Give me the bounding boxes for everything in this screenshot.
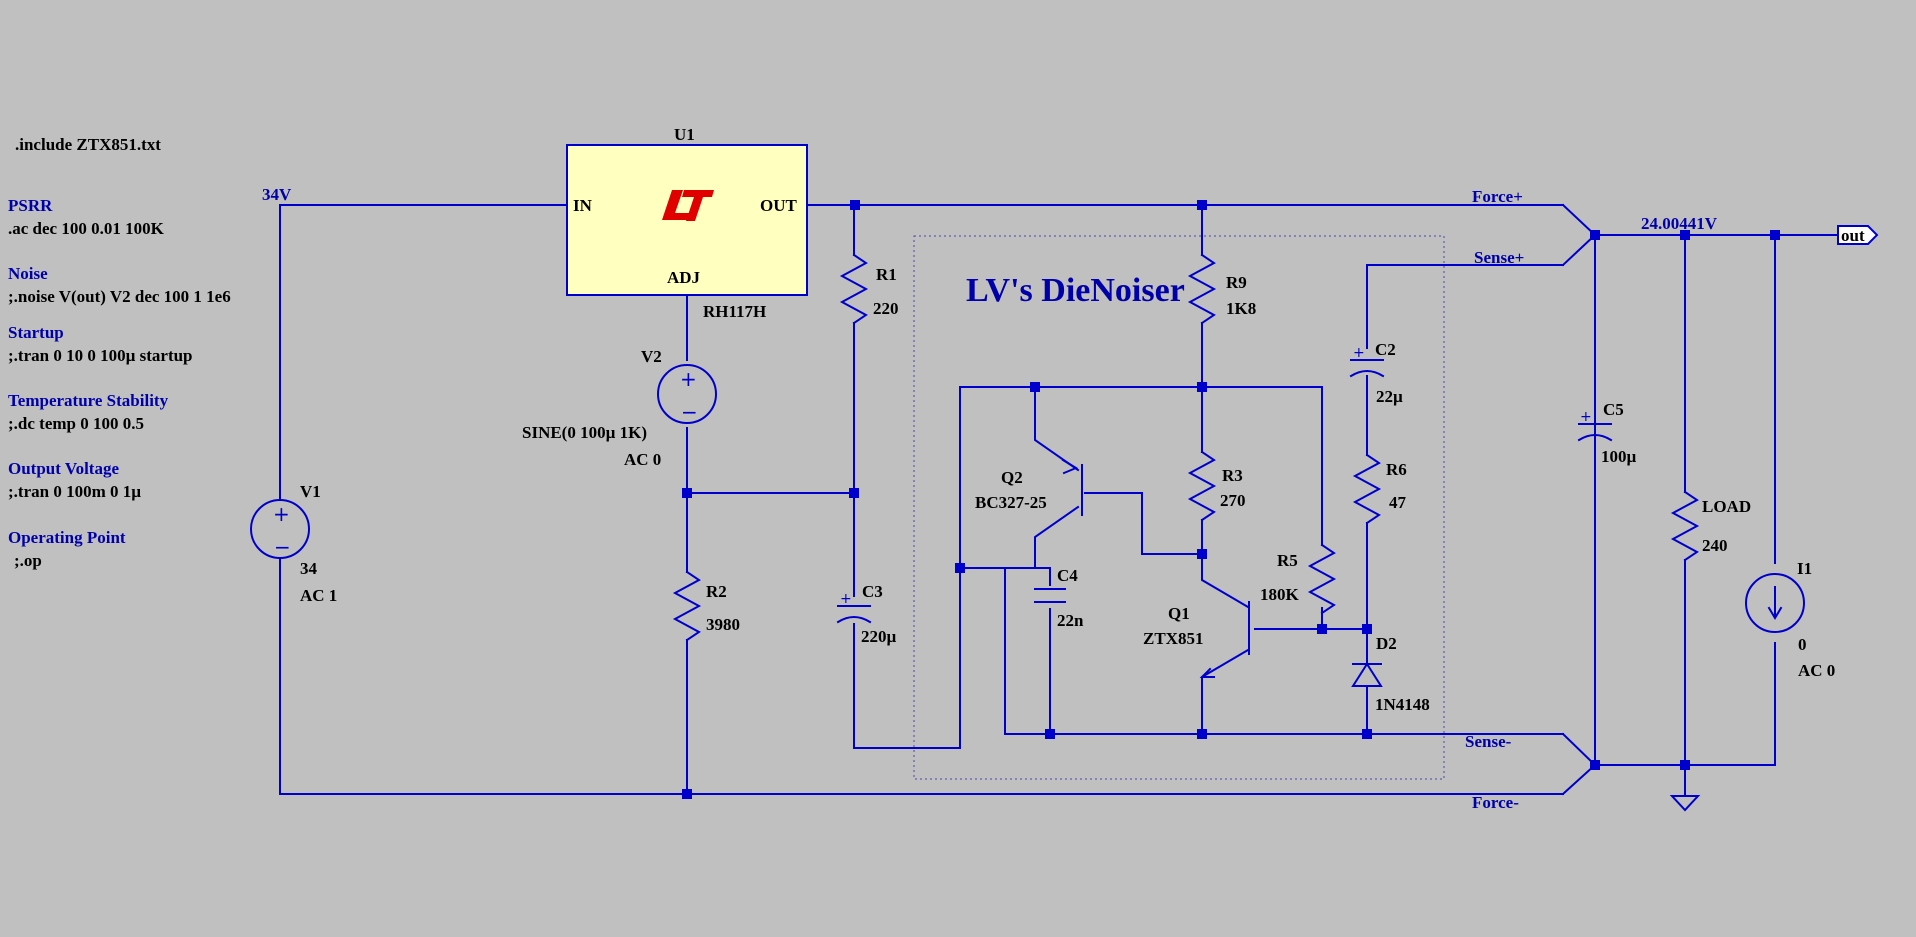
transistor-q1[interactable]: Q1 ZTX851 — [1143, 601, 1250, 678]
regulator-name: U1 — [674, 125, 695, 144]
voltage-source-v2[interactable]: + − V2 SINE(0 100µ 1K) AC 0 — [522, 347, 717, 469]
r1-value: 220 — [873, 299, 899, 318]
r2-value: 3980 — [706, 615, 740, 634]
output-voltage-label: 24.00441V — [1641, 214, 1718, 233]
temperature-title: Temperature Stability — [8, 391, 169, 410]
out-port[interactable]: out — [1837, 225, 1879, 245]
v2-name: V2 — [641, 347, 662, 366]
c2-name: C2 — [1375, 340, 1396, 359]
r5-name: R5 — [1277, 551, 1298, 570]
q2-value: BC327-25 — [975, 493, 1047, 512]
plus-icon: + — [840, 591, 852, 607]
lt-logo-icon — [662, 190, 714, 221]
load-value: 240 — [1702, 536, 1728, 555]
input-net-label[interactable]: 34V — [262, 185, 292, 204]
resistor-r9[interactable]: R9 1K8 — [1187, 253, 1256, 325]
sense-minus-label[interactable]: Sense- — [1465, 732, 1512, 751]
plus-icon: + — [1580, 409, 1592, 425]
current-source-i1[interactable]: I1 0 AC 0 — [1745, 559, 1835, 680]
r5-value: 180K — [1260, 585, 1300, 604]
v1-ac: AC 1 — [300, 586, 337, 605]
dienoiser-title: LV's DieNoiser — [966, 272, 1185, 309]
r3-value: 270 — [1220, 491, 1246, 510]
psrr-command[interactable]: .ac dec 100 0.01 100K — [8, 219, 165, 238]
v2-value: SINE(0 100µ 1K) — [522, 423, 647, 442]
c4-value: 22n — [1057, 611, 1084, 630]
i1-value: 0 — [1798, 635, 1807, 654]
r6-name: R6 — [1386, 460, 1407, 479]
regulator-pin-adj: ADJ — [667, 268, 701, 287]
r9-value: 1K8 — [1226, 299, 1256, 318]
out-port-label: out — [1841, 226, 1865, 245]
sense-plus-label[interactable]: Sense+ — [1474, 248, 1524, 267]
junction-dots — [682, 200, 1780, 799]
regulator-u1[interactable]: U1 IN OUT ADJ RH117H — [566, 125, 808, 321]
force-minus-label[interactable]: Force- — [1472, 793, 1519, 812]
r3-name: R3 — [1222, 466, 1243, 485]
resistor-r5[interactable]: R5 180K — [1260, 543, 1337, 615]
output-voltage-command[interactable]: ;.tran 0 100m 0 1µ — [8, 482, 141, 501]
r6-value: 47 — [1389, 493, 1407, 512]
q1-value: ZTX851 — [1143, 629, 1203, 648]
v2-ac: AC 0 — [624, 450, 661, 469]
startup-title: Startup — [8, 323, 64, 342]
diode-d2[interactable]: D2 1N4148 — [1351, 634, 1430, 714]
minus-icon: − — [274, 535, 291, 559]
startup-command[interactable]: ;.tran 0 10 0 100µ startup — [8, 346, 193, 365]
operating-point-title: Operating Point — [8, 528, 126, 547]
regulator-model: RH117H — [703, 302, 766, 321]
q1-name: Q1 — [1168, 604, 1190, 623]
force-plus-label[interactable]: Force+ — [1472, 187, 1523, 206]
noise-command[interactable]: ;.noise V(out) V2 dec 100 1 1e6 — [8, 287, 231, 306]
q2-name: Q2 — [1001, 468, 1023, 487]
resistor-r3[interactable]: R3 270 — [1187, 450, 1246, 522]
capacitor-c5[interactable]: + C5 100µ — [1577, 400, 1637, 766]
plus-icon: + — [273, 502, 290, 526]
noise-title: Noise — [8, 264, 48, 283]
capacitor-c2[interactable]: + C2 22µ — [1349, 340, 1403, 406]
load-name: LOAD — [1702, 497, 1751, 516]
dienoiser-boundary — [913, 235, 1445, 780]
capacitor-c4[interactable]: C4 22n — [1034, 566, 1084, 630]
operating-point-command[interactable]: ;.op — [14, 551, 42, 570]
resistor-r1[interactable]: R1 220 — [839, 253, 899, 325]
minus-icon: − — [681, 400, 698, 424]
psrr-title: PSRR — [8, 196, 53, 215]
capacitor-c3[interactable]: + C3 220µ — [836, 582, 897, 646]
r1-name: R1 — [876, 265, 897, 284]
c5-value: 100µ — [1601, 447, 1637, 466]
c3-value: 220µ — [861, 627, 897, 646]
d2-value: 1N4148 — [1375, 695, 1430, 714]
v1-value: 34 — [300, 559, 318, 578]
regulator-pin-out: OUT — [760, 196, 798, 215]
include-directive[interactable]: .include ZTX851.txt — [15, 135, 161, 154]
plus-icon: + — [680, 367, 697, 391]
resistor-load[interactable]: LOAD 240 — [1670, 490, 1751, 562]
r2-name: R2 — [706, 582, 727, 601]
temperature-command[interactable]: ;.dc temp 0 100 0.5 — [8, 414, 144, 433]
r9-name: R9 — [1226, 273, 1247, 292]
v1-name: V1 — [300, 482, 321, 501]
regulator-pin-in: IN — [573, 196, 593, 215]
c3-name: C3 — [862, 582, 883, 601]
resistor-r6[interactable]: R6 47 — [1352, 453, 1407, 525]
d2-name: D2 — [1376, 634, 1397, 653]
resistor-r2[interactable]: R2 3980 — [672, 570, 740, 642]
c5-name: C5 — [1603, 400, 1624, 419]
voltage-source-v1[interactable]: + − V1 34 AC 1 — [250, 482, 337, 605]
output-voltage-title: Output Voltage — [8, 459, 119, 478]
i1-ac: AC 0 — [1798, 661, 1835, 680]
plus-icon: + — [1353, 345, 1365, 361]
c2-value: 22µ — [1376, 387, 1403, 406]
transistor-q2[interactable]: Q2 BC327-25 — [975, 458, 1083, 516]
c4-name: C4 — [1057, 566, 1078, 585]
i1-name: I1 — [1797, 559, 1812, 578]
